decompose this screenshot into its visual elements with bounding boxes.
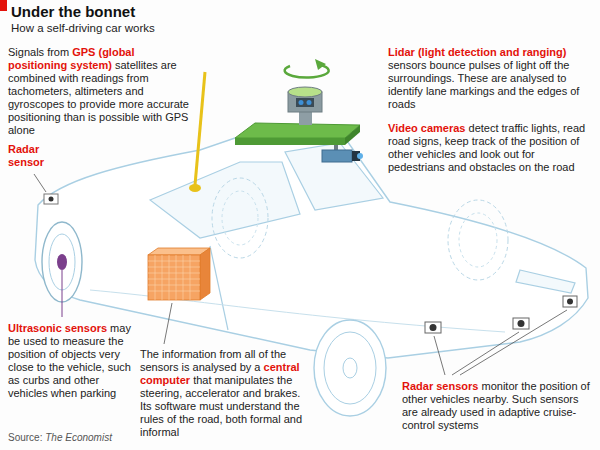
roof-mount-edge <box>235 138 345 145</box>
callout-text: sensors bounce pulses of light off the s… <box>388 59 579 110</box>
video-camera <box>322 150 352 162</box>
callout-heading: Video cameras <box>388 122 465 134</box>
radar-lens <box>518 320 525 327</box>
radar-sensor <box>44 194 58 204</box>
far-wheel-rim <box>459 213 497 267</box>
side-window <box>150 162 300 238</box>
callout: How a self-driving car works <box>11 21 411 35</box>
callout: The information from all of the sensors … <box>140 348 308 439</box>
computer-side <box>200 248 210 300</box>
callout-heading: Radar sensors <box>402 380 478 392</box>
callout: Lidar (light detection and ranging) sens… <box>388 46 594 111</box>
gps-antenna-base <box>189 184 201 192</box>
headlight <box>516 270 575 293</box>
leader-line <box>34 174 46 192</box>
radar-lens <box>430 324 437 331</box>
subtitle: How a self-driving car works <box>11 22 155 34</box>
callout: Source: The Economist <box>8 432 133 444</box>
computer-top <box>148 248 210 255</box>
lidar-lens <box>307 100 312 105</box>
callout: Ultrasonic sensors may be used to measur… <box>8 322 136 400</box>
radar-lens <box>567 299 573 305</box>
far-wheel <box>448 200 508 280</box>
lidar-lens <box>299 100 304 105</box>
source-note: Source: <box>8 432 42 443</box>
rotation-arrowhead <box>315 59 326 70</box>
callout: Video cameras detect traffic lights, rea… <box>388 122 594 174</box>
leader-line <box>434 336 445 375</box>
front-wheel <box>314 320 386 416</box>
roof-mount-side <box>345 125 360 145</box>
leader-line <box>452 332 519 375</box>
brand-mark <box>0 0 7 11</box>
front-wheel-hub <box>343 358 357 378</box>
radar-sensor <box>425 322 441 333</box>
leader-line <box>164 303 172 344</box>
roof-mount <box>235 123 360 138</box>
radar-sensor <box>513 318 529 329</box>
gps-antenna <box>195 72 205 185</box>
leader-line <box>62 270 63 317</box>
far-wheel-rim <box>222 191 258 245</box>
callout: Radar sensor <box>8 143 60 169</box>
windscreen <box>285 143 383 210</box>
callout-text: Signals from <box>8 46 69 58</box>
chart-title: Under the bonnet <box>11 3 135 20</box>
far-wheel <box>212 178 268 258</box>
door-line <box>210 246 228 330</box>
radar-sensor <box>563 296 577 307</box>
callout-heading: Lidar (light detection and ranging) <box>388 46 566 58</box>
ultrasonic-sensor <box>57 254 67 270</box>
callout-heading: Radar sensor <box>8 143 44 168</box>
lidar-window <box>296 98 314 107</box>
computer-grid <box>148 255 200 300</box>
lidar-top <box>288 87 322 97</box>
callout-heading: Ultrasonic sensors <box>8 322 107 334</box>
callout: Signals from GPS (global positioning sys… <box>8 46 194 137</box>
front-wheel-rim <box>324 332 376 404</box>
camera-lens <box>357 153 363 159</box>
central-computer <box>148 255 200 300</box>
source-note: The Economist <box>45 432 112 443</box>
radar-lens <box>49 197 54 202</box>
leader-line <box>460 310 567 375</box>
callout: Radar sensors monitor the position of ot… <box>402 380 595 432</box>
